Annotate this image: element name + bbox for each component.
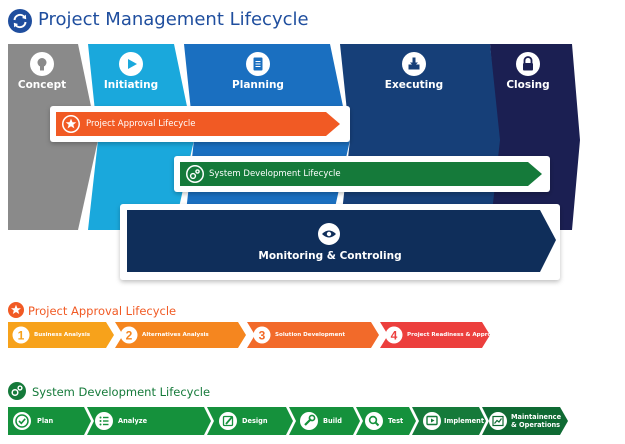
- gears-icon: [189, 169, 200, 180]
- phase-label-planning: Planning: [232, 79, 284, 91]
- monitor-icon: [423, 412, 441, 430]
- development-step-label: Design: [242, 417, 268, 425]
- page-title: Project Management Lifecycle: [38, 9, 309, 30]
- development-steps: [8, 407, 568, 435]
- approval-step-number: 4: [391, 329, 398, 343]
- star-icon: [65, 118, 77, 129]
- approval-step-number: 3: [259, 329, 266, 343]
- approval-step-3: [247, 322, 379, 348]
- development-step-label: Analyze: [118, 417, 148, 425]
- phase-label-executing: Executing: [384, 79, 444, 91]
- approval-section-star-icon: [8, 302, 24, 318]
- phase-chevrons: [8, 44, 580, 280]
- approval-step-label: Solution Development: [275, 332, 346, 338]
- development-step-label: Maintainence & Operations: [511, 413, 562, 429]
- wrench-icon: [300, 412, 318, 430]
- approval-step-label: Business Analysis: [34, 332, 91, 338]
- development-step-analyze: [87, 407, 211, 435]
- approval-steps: 1 2 3 4: [8, 322, 490, 348]
- magnifier-icon: [365, 412, 383, 430]
- chart-icon: [489, 412, 507, 430]
- list-icon: [95, 412, 113, 430]
- development-section-gears-icon: [8, 382, 26, 400]
- development-step-label: Build: [323, 417, 342, 425]
- development-band-label: System Development Lifecycle: [209, 169, 341, 179]
- phase-label-initiating: Initiating: [103, 79, 159, 91]
- development-band: [180, 162, 542, 186]
- approval-band: [56, 112, 340, 136]
- development-step-label: Plan: [37, 417, 54, 425]
- approval-section-title: Project Approval Lifecycle: [28, 304, 177, 318]
- approval-band-label: Project Approval Lifecycle: [86, 119, 196, 129]
- monitoring-band-label: Monitoring & Controling: [258, 250, 402, 262]
- approval-step-number-circles: 1 2 3 4: [12, 326, 403, 344]
- check-circle-icon: [13, 412, 31, 430]
- development-section-title: System Development Lifecycle: [32, 385, 211, 399]
- phase-label-closing: Closing: [506, 79, 550, 91]
- approval-step-1: [8, 322, 114, 348]
- refresh-cycle-icon: [8, 9, 32, 33]
- monitoring-band: [127, 210, 556, 272]
- phase-label-concept: Concept: [17, 79, 67, 91]
- approval-step-number: 1: [18, 329, 25, 343]
- lightbulb-icon: [30, 52, 54, 76]
- pencil-icon: [219, 412, 237, 430]
- lock-icon: [516, 52, 540, 76]
- approval-step-label: Project Readiness & Approval: [407, 332, 501, 338]
- approval-step-4: [380, 322, 490, 348]
- clipboard-icon: [246, 52, 270, 76]
- development-step-plan: [8, 407, 91, 435]
- approval-step-label: Alternatives Analysis: [142, 332, 209, 338]
- play-icon: [119, 52, 143, 76]
- approval-step-number: 2: [126, 329, 133, 343]
- development-step-label: Implement: [444, 417, 484, 425]
- eye-icon: [322, 230, 336, 238]
- approval-step-2: [115, 322, 246, 348]
- development-step-label: Test: [388, 417, 404, 425]
- download-icon: [402, 52, 426, 76]
